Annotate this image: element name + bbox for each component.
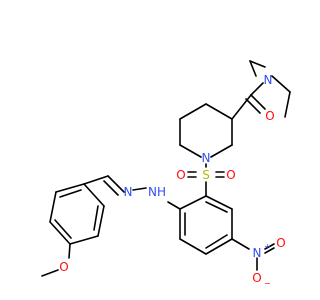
- bond-carbonyl-o-a: [250, 94, 266, 110]
- bond-carbonyl-o-b: [245, 98, 261, 114]
- bond-ar1-c4-c5-inner: [54, 219, 72, 239]
- charge-plus-nitro: +: [264, 242, 271, 251]
- bond-ethyl2-ch2: [271, 75, 291, 93]
- bond-aryl-nitro: [231, 238, 250, 250]
- bond-nitro-o-right-a: [264, 243, 275, 250]
- bond-ring-c6-n: [179, 144, 202, 158]
- bond-o-methyl: [41, 269, 59, 277]
- atom-label-n-ring: N: [202, 151, 211, 165]
- bond-ar2-c4-c5: [205, 238, 233, 255]
- bond-ar1-c2-c3-inner: [93, 205, 99, 231]
- atom-label-nh-hydrazone: NH: [148, 185, 166, 199]
- atom-label-o-nitro-bottom: O: [252, 271, 261, 285]
- bond-n-ch-a: [107, 175, 125, 193]
- atom-label-n-nitro: N: [253, 246, 262, 260]
- bond-nitro-o-right-b: [264, 247, 275, 254]
- bond-nh-n: [132, 187, 147, 191]
- bond-ar1-c6-c1: [55, 183, 85, 193]
- bond-ar1-c6-c1-inner: [59, 189, 82, 198]
- bond-ring-c4-c5: [179, 103, 207, 120]
- bond-ar1-c5-c6: [49, 191, 57, 223]
- bond-ar1-c4-c5: [49, 221, 71, 245]
- bond-n-ch-b: [103, 180, 119, 196]
- bond-carbonyl-c3: [231, 94, 252, 120]
- bond-ar1-c1-c2: [83, 183, 105, 207]
- bond-lines: [41, 60, 291, 277]
- atom-label-o-sulfonyl-right: O: [226, 168, 235, 182]
- atom-label-o-sulfonyl-left: O: [176, 168, 185, 182]
- bond-ar2-c3-c4: [179, 238, 207, 255]
- atom-label-n-hydrazone: N: [124, 185, 133, 199]
- atom-label-o-amide: O: [265, 109, 274, 123]
- atom-label-s-sulfonyl: S: [202, 168, 210, 182]
- bond-ring-n-c2: [210, 144, 233, 158]
- bond-ar2-c6-c1: [205, 195, 233, 210]
- charge-minus-nitro: −: [264, 279, 271, 288]
- bond-ring-c3-c4: [205, 103, 233, 120]
- bond-ar1-c3-c4: [69, 235, 99, 245]
- bond-ethyl1-ch3: [249, 60, 257, 77]
- bond-ar2-c1-c2: [179, 195, 207, 210]
- bond-aryl-nh: [167, 201, 181, 210]
- atom-label-n-amide: N: [264, 73, 273, 87]
- bond-ar2-c6-c1-inner: [205, 201, 228, 213]
- molecule-structure-diagram: N O N S O O NH N N + O O − O: [0, 0, 300, 300]
- bond-ch-aryl: [83, 175, 109, 185]
- bond-ar1-c2-c3: [97, 205, 105, 237]
- bond-n-carbonyl: [250, 82, 264, 96]
- canvas-background: [0, 0, 300, 300]
- bond-ethyl1-ch2: [249, 60, 266, 68]
- bond-ar2-c4-c5-inner: [205, 234, 228, 249]
- bond-ethyl2-ch3: [284, 91, 291, 118]
- atom-label-o-methoxy: O: [59, 260, 68, 274]
- bond-aryl-o-methoxy: [68, 243, 71, 259]
- atom-labels: N O N S O O NH N N + O O − O: [59, 73, 285, 288]
- atom-label-o-nitro-right: O: [276, 236, 285, 250]
